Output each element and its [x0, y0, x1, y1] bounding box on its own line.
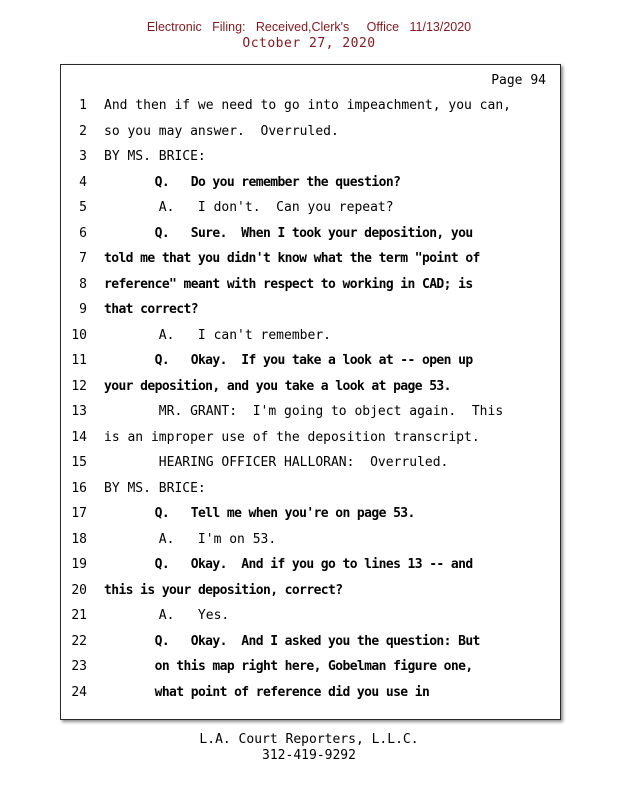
- efiling-header: Electronic Filing: Received,Clerk's Offi…: [146, 20, 472, 34]
- line-text: this is your deposition, correct?: [104, 582, 343, 598]
- transcript-line-row: 7 told me that you didn't know what the …: [61, 246, 560, 272]
- line-number: 12: [71, 378, 87, 394]
- line-text: A. I can't remember.: [104, 327, 331, 343]
- line-number: 6: [79, 225, 87, 241]
- line-text: what point of reference did you use in: [104, 684, 430, 700]
- line-text: BY MS. BRICE:: [104, 149, 206, 164]
- line-text: A. I'm on 53.: [104, 531, 277, 547]
- transcript-line-row: 5 A. I don't. Can you repeat?: [61, 195, 560, 221]
- line-text: Q. Sure. When I took your deposition, yo…: [104, 225, 474, 241]
- line-number: 9: [79, 302, 87, 317]
- line-text: Q. Tell me when you're on page 53.: [104, 506, 416, 521]
- transcript-line-row: 19 Q. Okay. And if you go to lines 13 --…: [61, 552, 560, 578]
- transcript-line-row: 8 reference" meant with respect to worki…: [61, 272, 560, 298]
- line-number: 23: [71, 659, 87, 674]
- transcript-line-row: 16 BY MS. BRICE:: [61, 476, 560, 502]
- transcript-line-row: 4 Q. Do you remember the question?: [61, 170, 560, 196]
- line-text: on this map right here, Gobelman figure …: [104, 659, 474, 674]
- line-number: 10: [71, 327, 87, 343]
- transcript-line-row: 20 this is your deposition, correct?: [61, 578, 560, 604]
- transcript-line-row: 9 that correct?: [61, 297, 560, 323]
- line-number: 17: [71, 506, 87, 521]
- line-text: And then if we need to go into impeachme…: [104, 98, 511, 113]
- transcript-line-row: 14 is an improper use of the deposition …: [61, 425, 560, 451]
- transcript-line-row: 15 HEARING OFFICER HALLORAN: Overruled.: [61, 450, 560, 476]
- footer-company: L.A. Court Reporters, L.L.C.: [199, 732, 419, 747]
- line-number: 8: [79, 276, 87, 292]
- transcript-line-row: 10 A. I can't remember.: [61, 323, 560, 349]
- line-number: 7: [79, 251, 87, 266]
- line-number: 11: [71, 353, 87, 368]
- line-number: 18: [71, 531, 87, 547]
- transcript-line-row: 6 Q. Sure. When I took your deposition, …: [61, 221, 560, 247]
- line-text: so you may answer. Overruled.: [104, 123, 339, 139]
- footer-phone: 312-419-9292: [262, 748, 356, 763]
- line-number: 15: [71, 455, 87, 470]
- line-number: 1: [79, 98, 87, 113]
- line-text: is an improper use of the deposition tra…: [104, 429, 480, 445]
- line-number: 14: [71, 429, 87, 445]
- line-number: 21: [71, 608, 87, 623]
- transcript-line-row: 22 Q. Okay. And I asked you the question…: [61, 629, 560, 655]
- line-number: 2: [79, 123, 87, 139]
- transcript-line-row: 21 A. Yes.: [61, 603, 560, 629]
- transcript-date: October 27, 2020: [242, 36, 376, 51]
- transcript-line-row: 2 so you may answer. Overruled.: [61, 119, 560, 145]
- line-text: BY MS. BRICE:: [104, 480, 206, 496]
- line-text: HEARING OFFICER HALLORAN: Overruled.: [104, 455, 449, 470]
- transcript-line-row: 13 MR. GRANT: I'm going to object again.…: [61, 399, 560, 425]
- transcript-line-row: 24 what point of reference did you use i…: [61, 680, 560, 706]
- transcript-line-row: 23 on this map right here, Gobelman figu…: [61, 654, 560, 680]
- line-number: 22: [71, 633, 87, 649]
- line-text: Q. Okay. And I asked you the question: B…: [104, 633, 481, 649]
- line-text: your deposition, and you take a look at …: [104, 378, 451, 394]
- line-number: 3: [79, 149, 87, 164]
- line-text: A. Yes.: [104, 608, 230, 623]
- transcript-line-row: 17 Q. Tell me when you're on page 53.: [61, 501, 560, 527]
- line-text: Q. Okay. If you take a look at -- open u…: [104, 353, 474, 368]
- transcript-line-row: 18 A. I'm on 53.: [61, 527, 560, 553]
- transcript-line-row: 1 And then if we need to go into impeach…: [61, 93, 560, 119]
- page-number: Page 94: [491, 73, 546, 88]
- line-number: 20: [71, 582, 87, 598]
- line-number: 5: [79, 200, 87, 215]
- line-text: A. I don't. Can you repeat?: [104, 200, 394, 215]
- transcript-page: Page 94 1 And then if we need to go into…: [60, 64, 561, 720]
- line-text: Q. Okay. And if you go to lines 13 -- an…: [104, 557, 474, 572]
- line-number: 19: [71, 557, 87, 572]
- line-text: told me that you didn't know what the te…: [104, 251, 480, 266]
- transcript-line-row: 12 your deposition, and you take a look …: [61, 374, 560, 400]
- line-number: 24: [71, 684, 87, 700]
- transcript-lines: 1 And then if we need to go into impeach…: [61, 93, 560, 705]
- line-text: Q. Do you remember the question?: [104, 174, 401, 190]
- transcript-line-row: 11 Q. Okay. If you take a look at -- ope…: [61, 348, 560, 374]
- line-number: 4: [79, 174, 87, 190]
- line-text: reference" meant with respect to working…: [104, 276, 473, 292]
- transcript-line-row: 3 BY MS. BRICE:: [61, 144, 560, 170]
- line-number: 16: [71, 480, 87, 496]
- line-text: that correct?: [104, 302, 199, 317]
- line-text: MR. GRANT: I'm going to object again. Th…: [104, 404, 504, 419]
- line-number: 13: [71, 404, 87, 419]
